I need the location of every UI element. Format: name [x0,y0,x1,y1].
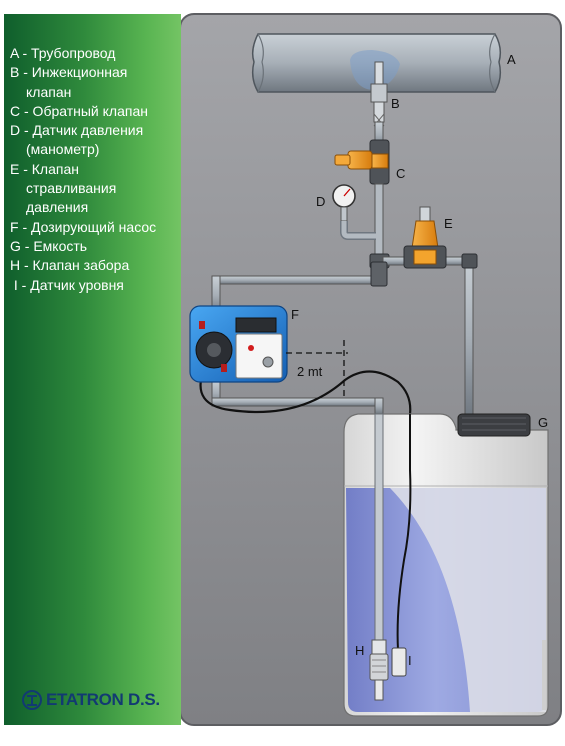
legend-item-g: G - Емкость [10,237,88,254]
label-g: G [538,415,549,430]
distance-label: 2 mt [297,364,323,379]
legend-item-i: I - Датчик уровня [10,276,124,293]
tank-g [343,413,549,717]
dosing-pump-f [189,305,288,383]
pump-to-injection-line [211,261,388,315]
label-i: I [408,653,412,668]
label-b: B [391,96,400,111]
legend-item-h: H - Клапан забора [10,257,130,274]
etatron-logo: ETATRON D.S. [22,688,160,712]
legend-item-c: C - Обратный клапан [10,102,148,119]
sensor-cable [199,370,412,415]
legend-item-e-cont2: давления [26,199,89,216]
legend-item-e: E - Клапан [10,160,79,177]
etatron-logo-icon [22,690,42,710]
legend-item-d-cont: (манометр) [26,141,100,158]
label-a: A [507,52,516,67]
distance-marker [286,340,348,400]
foot-valve-h [369,413,389,701]
pressure-gauge-d [332,184,376,240]
label-e: E [444,216,453,231]
label-f: F [291,307,299,322]
label-c: C [396,166,406,181]
legend-item-b-cont: клапан [26,83,72,100]
legend-item-e-cont1: стравливания [26,180,117,197]
legend-item-a: A - Трубопровод [10,45,116,61]
pressure-relief-valve-e [403,206,447,269]
legend-item-f: F - Дозирующий насос [10,218,157,235]
label-h: H [355,643,365,658]
legend-item-d: D - Датчик давления [10,122,144,139]
check-valve-c [334,139,390,185]
legend-item-b: B - Инжекционная [10,64,128,81]
logo-text: ETATRON D.S. [46,690,160,709]
level-sensor-i [391,414,412,677]
legend-panel [4,14,181,725]
legend: A - Трубопровод B - Инжекционная клапан … [10,44,182,295]
label-d: D [316,194,326,209]
